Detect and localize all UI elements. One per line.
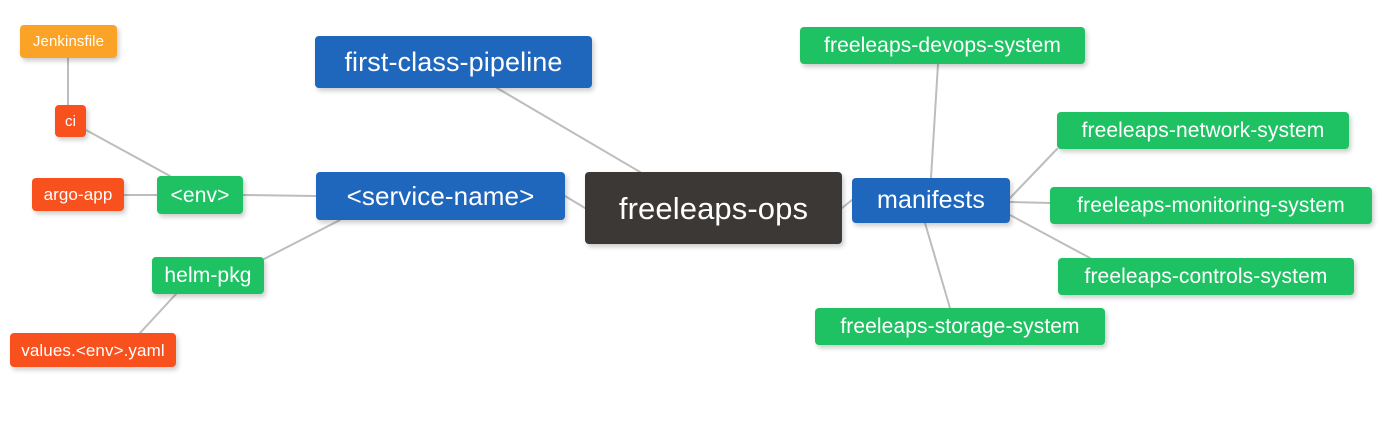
mindmap-node-label-freeleaps-controls-system: freeleaps-controls-system	[1084, 265, 1328, 288]
mindmap-node-label-values-env-yaml: values.<env>.yaml	[21, 340, 165, 360]
mindmap-node-label-ci: ci	[64, 112, 77, 130]
mindmap-node-freeleaps-controls-system[interactable]: freeleaps-controls-system	[1058, 258, 1354, 295]
mindmap-node-label-first-class-pipeline: first-class-pipeline	[344, 46, 563, 77]
mindmap-node-first-class-pipeline[interactable]: first-class-pipeline	[315, 36, 592, 88]
mindmap-node-label-jenkinsfile: Jenkinsfile	[32, 33, 105, 50]
mindmap-node-jenkinsfile[interactable]: Jenkinsfile	[20, 25, 117, 58]
mindmap-node-values-env-yaml[interactable]: values.<env>.yaml	[10, 333, 176, 367]
mindmap-node-env[interactable]: <env>	[157, 176, 243, 214]
mindmap-node-freeleaps-storage-system[interactable]: freeleaps-storage-system	[815, 308, 1105, 345]
edge-root-service-name	[564, 195, 586, 209]
mindmap-node-label-freeleaps-network-system: freeleaps-network-system	[1081, 119, 1325, 142]
edge-service-name-helm-pkg	[263, 219, 341, 260]
edge-env-ci	[85, 129, 171, 177]
mindmap-node-freeleaps-monitoring-system[interactable]: freeleaps-monitoring-system	[1050, 187, 1372, 224]
mindmap-node-freeleaps-network-system[interactable]: freeleaps-network-system	[1057, 112, 1349, 149]
mindmap-node-service-name[interactable]: <service-name>	[316, 172, 565, 220]
edge-service-name-env	[242, 194, 317, 197]
edge-helm-pkg-values	[139, 293, 177, 334]
edge-manifests-storage	[924, 222, 951, 309]
mindmap-node-label-env: <env>	[170, 183, 230, 207]
edge-manifests-monitoring	[1009, 201, 1051, 204]
mindmap-node-label-manifests: manifests	[877, 186, 985, 214]
mindmap-node-freeleaps-devops-system[interactable]: freeleaps-devops-system	[800, 27, 1085, 64]
mindmap-node-label-freeleaps-storage-system: freeleaps-storage-system	[840, 315, 1080, 338]
mindmap-node-ci[interactable]: ci	[55, 105, 86, 137]
mindmap-node-helm-pkg[interactable]: helm-pkg	[152, 257, 264, 294]
mindmap-node-freeleaps-ops[interactable]: freeleaps-ops	[585, 172, 842, 244]
mindmap-node-argo-app[interactable]: argo-app	[32, 178, 124, 211]
edge-manifests-devops	[930, 63, 939, 179]
mindmap-node-label-helm-pkg: helm-pkg	[164, 264, 252, 287]
mindmap-node-label-freeleaps-monitoring-system: freeleaps-monitoring-system	[1077, 194, 1345, 217]
edge-root-manifests	[841, 199, 853, 209]
mindmap-node-label-freeleaps-devops-system: freeleaps-devops-system	[824, 34, 1061, 57]
mindmap-node-label-argo-app: argo-app	[43, 185, 113, 204]
mindmap-node-manifests[interactable]: manifests	[852, 178, 1010, 223]
mindmap-node-label-freeleaps-ops: freeleaps-ops	[618, 190, 809, 226]
mindmap-node-label-service-name: <service-name>	[346, 181, 535, 211]
edge-root-first-class-pipeline	[496, 87, 641, 173]
